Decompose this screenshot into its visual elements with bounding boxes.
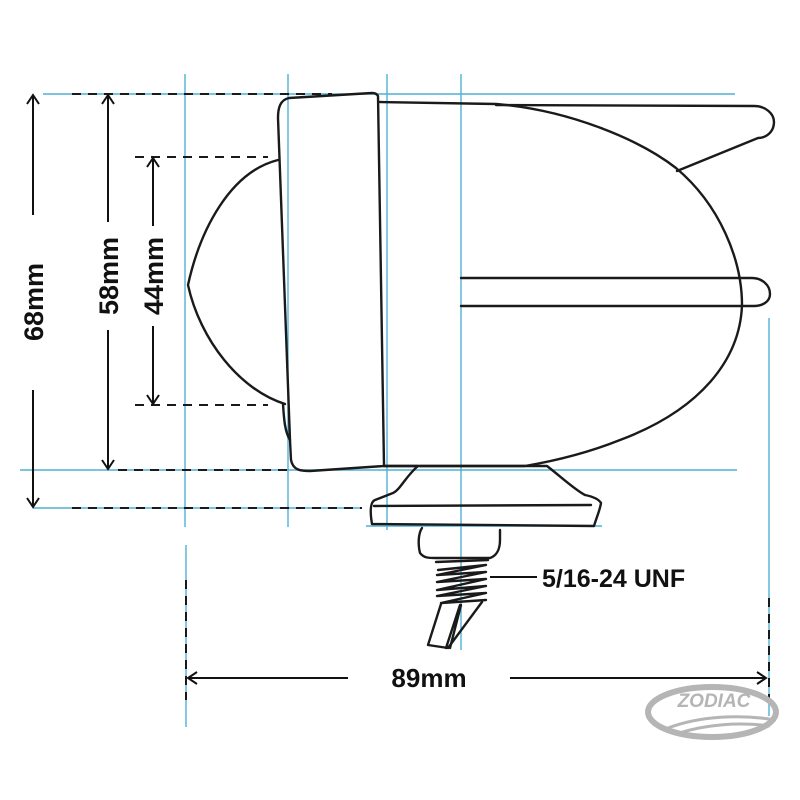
logo-text: ZODIAC xyxy=(677,691,751,712)
guide-lines xyxy=(20,74,770,727)
dimension-44mm xyxy=(146,156,160,406)
label-89mm: 89mm xyxy=(391,663,466,693)
extension-lines xyxy=(72,93,770,700)
dimension-89mm xyxy=(186,671,768,685)
label-thread: 5/16-24 UNF xyxy=(542,565,685,593)
label-58mm: 58mm xyxy=(94,237,124,315)
light-outline xyxy=(186,91,776,650)
label-68mm: 68mm xyxy=(19,263,49,341)
zodiac-logo: ZODIAC xyxy=(645,684,779,740)
dimension-68mm xyxy=(26,93,40,509)
dimension-58mm xyxy=(101,93,115,471)
label-44mm: 44mm xyxy=(139,237,169,315)
